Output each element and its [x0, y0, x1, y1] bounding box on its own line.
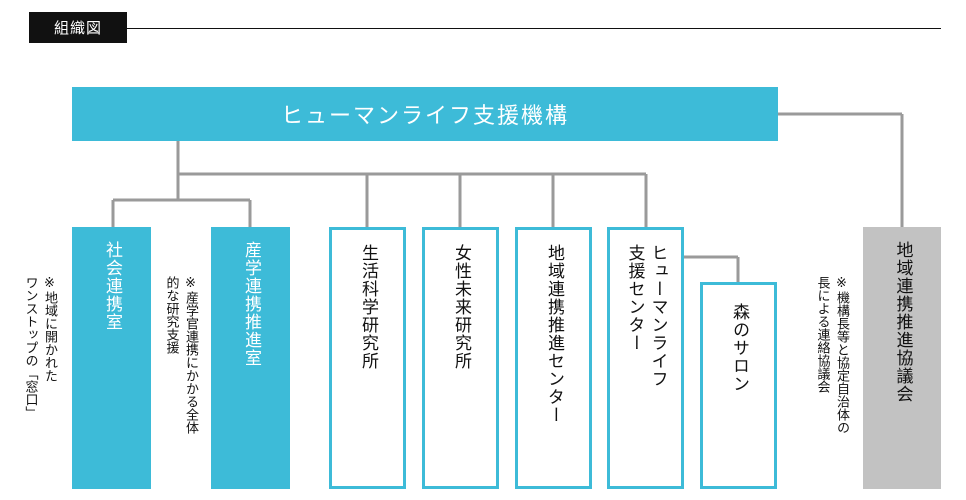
- org-chart-tag: 組織図: [29, 12, 127, 43]
- women-future-label: 女性未来研究所: [450, 244, 471, 370]
- main-org-box: ヒューマンライフ支援機構: [72, 87, 778, 141]
- forest-salon-label: 森のサロン: [728, 303, 749, 393]
- council-note: ※機構長等と協定自治体の長による連絡協議会: [814, 276, 850, 434]
- header-rule: [127, 28, 941, 29]
- life-science-label: 生活科学研究所: [357, 244, 378, 370]
- social-office-label: 社会連携室: [101, 241, 122, 331]
- council-label: 地域連携推進協議会: [892, 241, 913, 403]
- human-life-center-label: ヒューマンライフ支援センター: [624, 244, 668, 388]
- human-life-center-box: ヒューマンライフ支援センター: [607, 227, 684, 489]
- regional-center-box: 地域連携推進センター: [515, 227, 592, 489]
- social-office-box: 社会連携室: [72, 227, 151, 489]
- regional-center-label: 地域連携推進センター: [543, 244, 564, 424]
- council-box: 地域連携推進協議会: [863, 227, 941, 489]
- industry-office-box: 産学連携推進室: [211, 227, 290, 489]
- industry-office-note: ※産学官連携にかかる全体的な研究支援: [163, 276, 199, 434]
- industry-office-label: 産学連携推進室: [240, 241, 261, 367]
- life-science-box: 生活科学研究所: [329, 227, 406, 489]
- forest-salon-box: 森のサロン: [700, 282, 777, 489]
- social-office-note: ※地域に開かれたワンストップの「窓口」: [22, 276, 58, 419]
- women-future-box: 女性未来研究所: [422, 227, 499, 489]
